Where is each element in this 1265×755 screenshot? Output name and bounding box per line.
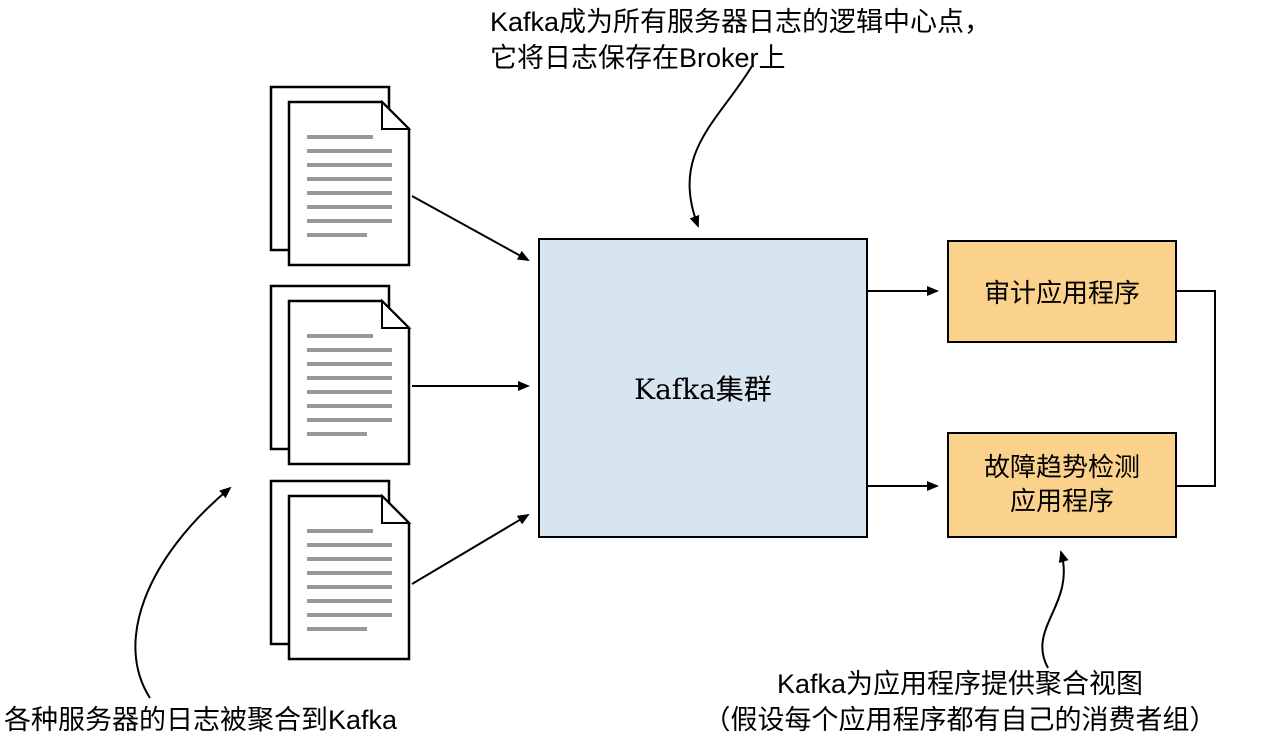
apps-connector-bracket xyxy=(1177,290,1216,487)
log-document-stack-2 xyxy=(269,284,411,466)
annotation-top-line1: Kafka成为所有服务器日志的逻辑中心点， xyxy=(490,7,992,37)
log-document-stack-3 xyxy=(269,479,411,661)
arrow-bottomright-annotation-to-fault-app xyxy=(1041,550,1069,669)
annotation-top: Kafka成为所有服务器日志的逻辑中心点， 它将日志保存在Broker上 xyxy=(490,4,991,76)
arrow-logs1-to-kafka xyxy=(411,195,530,261)
fault-app-label-line1: 故障趋势检测 xyxy=(983,453,1140,483)
fault-app-label-line2: 应用程序 xyxy=(1009,487,1114,517)
annotation-top-line2: 它将日志保存在Broker上 xyxy=(490,43,786,73)
annotation-bottom-right-line2: （假设每个应用程序都有自己的消费者组） xyxy=(703,705,1217,735)
annotation-bottom-right-line1: Kafka为应用程序提供聚合视图 xyxy=(776,669,1144,699)
annotation-bottom-right: Kafka为应用程序提供聚合视图 （假设每个应用程序都有自己的消费者组） xyxy=(655,666,1265,738)
annotation-bottom-left: 各种服务器的日志被聚合到Kafka xyxy=(4,705,398,735)
audit-app-label: 审计应用程序 xyxy=(983,279,1140,309)
arrow-top-annotation-to-kafka xyxy=(688,65,753,228)
arrow-bottomleft-annotation-to-logs xyxy=(134,486,232,699)
arrow-logs3-to-kafka xyxy=(411,513,530,585)
audit-app-node: 审计应用程序 xyxy=(947,240,1177,343)
kafka-cluster-node: Kafka集群 xyxy=(538,238,868,538)
log-document-stack-1 xyxy=(269,85,411,267)
kafka-cluster-label: Kafka集群 xyxy=(634,373,772,406)
fault-trend-app-node: 故障趋势检测 应用程序 xyxy=(947,432,1177,538)
